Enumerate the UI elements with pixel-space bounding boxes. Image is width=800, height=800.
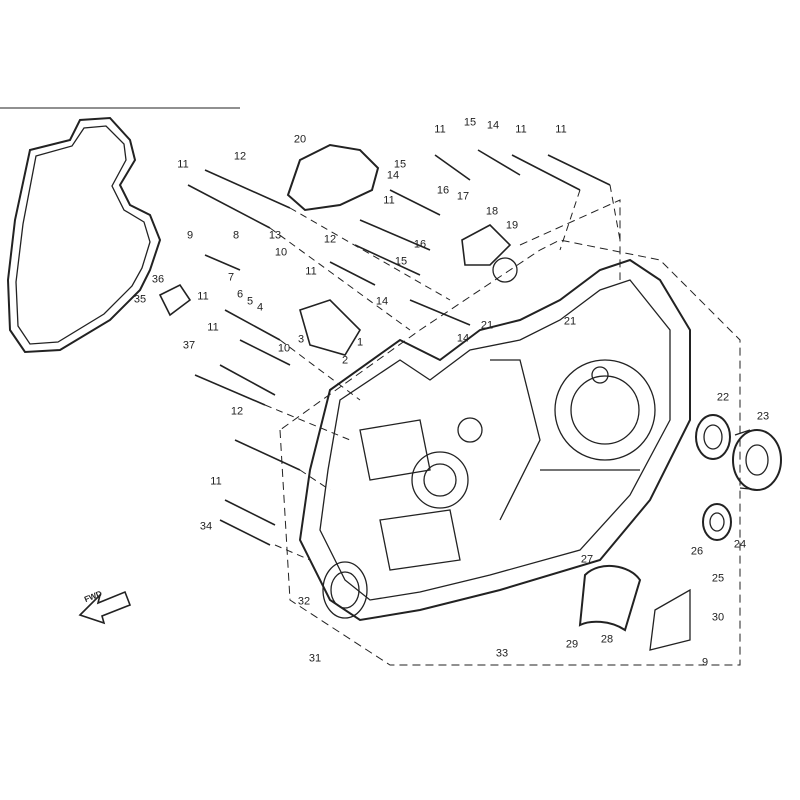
part-callout: 37 <box>182 339 196 352</box>
part-callout: 32 <box>297 595 311 608</box>
part-callout: 14 <box>375 295 389 308</box>
part-callout: 10 <box>274 246 288 259</box>
part-callout: 6 <box>236 288 244 301</box>
gasket-20 <box>286 143 380 212</box>
part-callout: 35 <box>133 293 147 306</box>
part-callout: 31 <box>308 652 322 665</box>
part-callout: 11 <box>207 321 219 334</box>
part-callout: 1 <box>356 336 364 349</box>
part-callout: 15 <box>394 255 408 268</box>
part-callout: 11 <box>197 290 209 303</box>
part-callout: 14 <box>386 169 400 182</box>
part-callout: 16 <box>436 184 450 197</box>
part-callout: 23 <box>756 410 770 423</box>
part-callout: 11 <box>555 123 567 136</box>
part-callout: 11 <box>210 475 222 488</box>
part-callout: 14 <box>456 332 470 345</box>
part-callout: 7 <box>227 271 235 284</box>
part-callout: 27 <box>580 553 594 566</box>
part-callout: 33 <box>495 647 509 660</box>
part-callout: 9 <box>186 229 194 242</box>
part-callout: 30 <box>711 611 725 624</box>
part-callout: 29 <box>565 638 579 651</box>
leader-lines <box>264 184 621 561</box>
part-callout: 11 <box>515 123 527 136</box>
part-callout: 3 <box>297 333 305 346</box>
part-callout: 34 <box>199 520 213 533</box>
part-callout: 14 <box>486 119 500 132</box>
part-callout: 8 <box>232 229 240 242</box>
tensioner <box>299 299 362 356</box>
part-callout: 16 <box>413 238 427 251</box>
part-callout: 12 <box>233 150 247 163</box>
part-callout: 17 <box>456 190 470 203</box>
part-callout: 11 <box>383 194 395 207</box>
part-callout: 4 <box>256 301 264 314</box>
part-callout: 11 <box>305 265 317 278</box>
part-callout: 22 <box>716 391 730 404</box>
part-callout: 11 <box>177 158 189 171</box>
part-callout: 15 <box>393 158 407 171</box>
part-callout: 21 <box>563 315 577 328</box>
part-callout: 15 <box>463 116 477 129</box>
part-callout: 19 <box>505 219 519 232</box>
part-callout: 36 <box>151 273 165 286</box>
part-callout: 5 <box>246 295 254 308</box>
part-callout: 2 <box>341 354 349 367</box>
assembly-outline <box>279 239 741 666</box>
part-callout: 12 <box>230 405 244 418</box>
part-callout: 24 <box>733 538 747 551</box>
bolts <box>187 149 611 546</box>
part-callout: 9 <box>701 656 709 669</box>
part-callout: 13 <box>268 229 282 242</box>
cover-gasket <box>6 116 162 354</box>
part-callout: 28 <box>600 633 614 646</box>
crankcase <box>298 258 691 622</box>
part-callout: 25 <box>711 572 725 585</box>
part-callout: 26 <box>690 545 704 558</box>
forward-arrow <box>78 590 132 625</box>
part-callout: 12 <box>323 233 337 246</box>
part-callout: 10 <box>277 342 291 355</box>
part-callout: 11 <box>434 123 446 136</box>
part-callout: 20 <box>293 133 307 146</box>
part-callout: 21 <box>480 319 494 332</box>
part-callout: 18 <box>485 205 499 218</box>
